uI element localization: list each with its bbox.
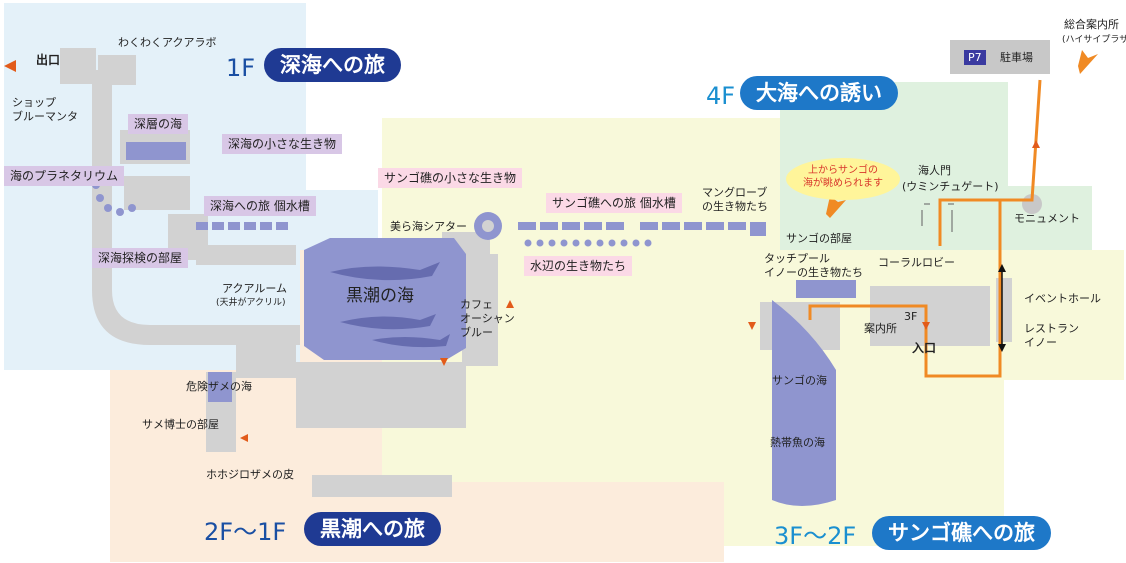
floor-1f: 1F bbox=[226, 54, 256, 82]
coral-tanks-tag: サンゴ礁への旅 個水槽 bbox=[546, 193, 682, 213]
floor-3f-mark: 3F bbox=[904, 310, 918, 323]
shark-silhouettes bbox=[330, 262, 450, 348]
danger-shark-label: 危険ザメの海 bbox=[186, 380, 252, 393]
bubble-arrow-icon bbox=[826, 196, 846, 218]
coral-room-label: サンゴの部屋 bbox=[786, 232, 852, 245]
aqua-room-label: アクアルーム bbox=[222, 282, 288, 295]
escalator-up-icon bbox=[998, 264, 1006, 272]
floor-1f-title: 深海への旅 bbox=[264, 48, 401, 82]
cafe-label-1: カフェ bbox=[460, 298, 493, 311]
shop-label-1: ショップ bbox=[12, 96, 56, 109]
event-hall-label: イベントホール bbox=[1024, 292, 1101, 305]
theater-center bbox=[482, 220, 494, 232]
floor-4f: 4F bbox=[706, 82, 736, 110]
floor-2f-1f-title: 黒潮への旅 bbox=[304, 512, 441, 546]
entrance-label: 入口 bbox=[912, 341, 937, 355]
shark-skin-label: ホホジロザメの皮 bbox=[206, 468, 294, 481]
touch-pool-label-1: タッチプール bbox=[764, 252, 830, 265]
escalator-down-icon bbox=[998, 344, 1006, 352]
gate-label-1: 海人門 bbox=[918, 164, 951, 177]
restaurant-label-1: レストラン bbox=[1024, 322, 1079, 335]
exit-arrow bbox=[4, 60, 16, 72]
cafe-label-3: ブルー bbox=[460, 326, 493, 339]
zone-3f-bg-c bbox=[1004, 250, 1124, 380]
monument-label: モニュメント bbox=[1014, 212, 1080, 225]
coral-sea-label: サンゴの海 bbox=[772, 374, 827, 387]
building-structures bbox=[60, 48, 1012, 497]
bubble-line-2: 海が眺められます bbox=[803, 178, 883, 189]
exit-label: 出口 bbox=[36, 53, 61, 67]
info-plaza-label-1: 総合案内所 bbox=[1064, 18, 1119, 31]
small-deep-tag: 深海の小さな生き物 bbox=[222, 134, 343, 154]
kuroshio-label: 黒潮の海 bbox=[346, 286, 414, 306]
floor-2f-1f: 2F〜1F bbox=[204, 518, 287, 546]
planetarium-tag: 海のプラネタリウム bbox=[4, 166, 125, 186]
shop-label-2: ブルーマンタ bbox=[12, 110, 78, 123]
shinsou-tag: 深層の海 bbox=[128, 114, 189, 134]
gate-label-2: (ウミンチュゲート) bbox=[902, 180, 999, 193]
gate-markers bbox=[921, 203, 954, 232]
shark-doctor-label: サメ博士の部屋 bbox=[142, 418, 219, 431]
sogo-arrow-icon bbox=[1078, 50, 1098, 74]
aqua-room-note: (天井がアクリル) bbox=[216, 298, 286, 308]
info-desk-label: 案内所 bbox=[864, 322, 897, 335]
coral-lobby-label: コーラルロビー bbox=[878, 256, 955, 269]
floor-3f-2f-title: サンゴ礁への旅 bbox=[872, 516, 1051, 550]
mangrove-label-2: の生き物たち bbox=[702, 200, 768, 213]
zone-4f-bg-b bbox=[1008, 186, 1092, 250]
info-plaza-label-2: (ハイサイプラザ) bbox=[1062, 35, 1126, 45]
coral-view-bubble: 上からサンゴの海が眺められます bbox=[786, 158, 900, 200]
cafe-label-2: オーシャン bbox=[460, 312, 515, 325]
floor-3f-2f: 3F〜2F bbox=[774, 522, 857, 550]
deep-tanks-tag: 深海への旅 個水槽 bbox=[204, 196, 316, 216]
parking-block: P7 駐車場 bbox=[950, 40, 1050, 74]
expedition-tag: 深海探検の部屋 bbox=[92, 248, 189, 268]
route-direction-markers bbox=[240, 140, 1040, 442]
touch-pool-label-2: イノーの生き物たち bbox=[764, 266, 863, 279]
parking-label: 駐車場 bbox=[1000, 51, 1033, 64]
bubble-line-1: 上からサンゴの bbox=[808, 165, 878, 176]
waterside-tag: 水辺の生き物たち bbox=[524, 256, 633, 276]
floor-4f-title: 大海への誘い bbox=[740, 76, 898, 110]
coral-small-tag: サンゴ礁の小さな生き物 bbox=[378, 168, 523, 188]
deep-sea-tank-row bbox=[196, 222, 288, 230]
waterside-dots bbox=[524, 239, 652, 247]
theater-label: 美ら海シアター bbox=[390, 220, 467, 233]
tropical-label: 熱帯魚の海 bbox=[770, 436, 825, 449]
restaurant-label-2: イノー bbox=[1024, 336, 1057, 349]
mangrove-label-1: マングローブ bbox=[702, 186, 768, 199]
coral-tank-row bbox=[518, 222, 766, 236]
waku-label: わくわくアクアラボ bbox=[118, 36, 217, 49]
parking-tag: P7 bbox=[964, 50, 986, 65]
